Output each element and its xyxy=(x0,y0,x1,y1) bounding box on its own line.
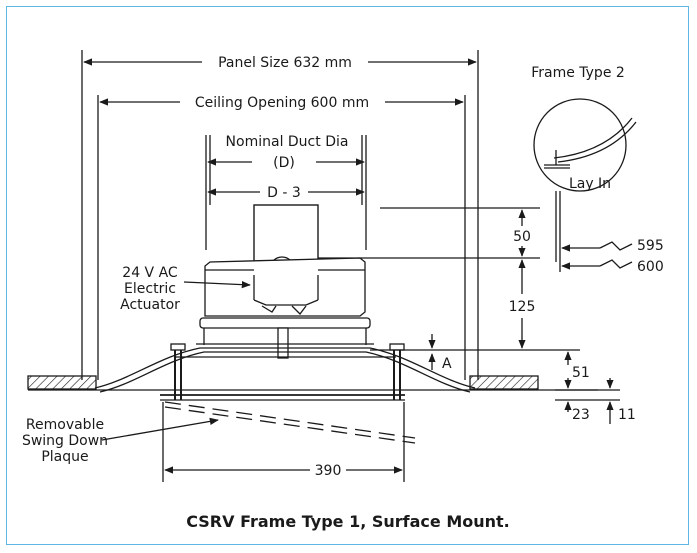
label-dim-600: 600 xyxy=(637,259,664,275)
ceiling-left xyxy=(27,375,97,390)
plaque-swing-2 xyxy=(164,406,416,444)
plaque-swing-1 xyxy=(164,401,416,439)
label-dim-51: 51 xyxy=(572,365,590,381)
label-ceiling-opening: Ceiling Opening 600 mm xyxy=(195,95,369,111)
label-nominal-duct-dia: Nominal Duct Dia xyxy=(226,134,349,150)
ceiling-right xyxy=(469,375,539,390)
label-frame-type-2: Frame Type 2 xyxy=(531,65,625,81)
actuator-housing xyxy=(204,257,366,317)
diffuser-shell xyxy=(94,347,476,389)
label-lay-in: Lay In xyxy=(569,176,611,192)
label-actuator-3: Actuator xyxy=(120,297,180,313)
label-dim-23: 23 xyxy=(572,407,590,423)
label-plaque-3: Plaque xyxy=(41,449,88,465)
label-actuator-1: 24 V AC xyxy=(122,265,178,281)
label-dim-50: 50 xyxy=(513,229,531,245)
label-plaque-1: Removable xyxy=(26,417,104,433)
label-dim-125: 125 xyxy=(509,299,536,315)
label-dim-11: 11 xyxy=(618,407,636,423)
label-dim-390: 390 xyxy=(315,463,342,479)
label-dim-a: A xyxy=(442,356,452,372)
label-panel-size: Panel Size 632 mm xyxy=(218,55,352,71)
caption: CSRV Frame Type 1, Surface Mount. xyxy=(186,512,510,531)
label-dim-595: 595 xyxy=(637,238,664,254)
label-d: (D) xyxy=(273,155,295,171)
label-plaque-2: Swing Down xyxy=(22,433,108,449)
label-actuator-2: Electric xyxy=(124,281,176,297)
label-d-minus-3: D - 3 xyxy=(267,185,301,201)
